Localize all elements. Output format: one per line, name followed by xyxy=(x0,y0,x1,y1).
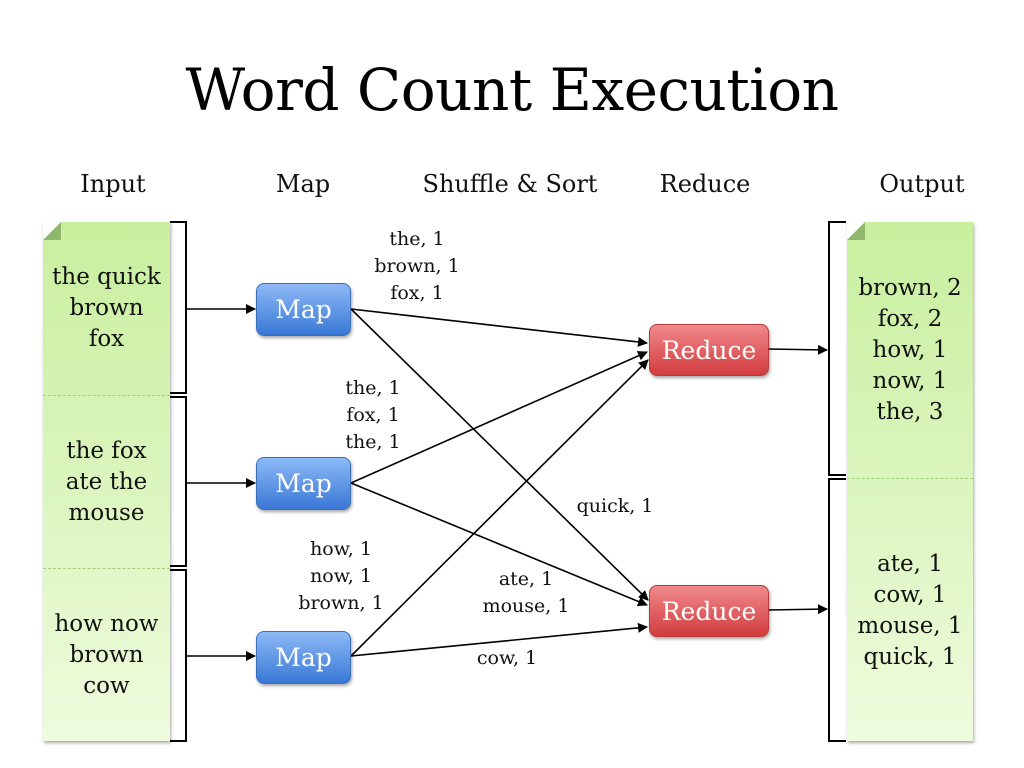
map-node-3: Map xyxy=(256,631,351,684)
arrow-map3-reduce2 xyxy=(350,622,648,657)
output-document: brown, 2 fox, 2 how, 1 now, 1 the, 3 ate… xyxy=(847,222,973,741)
reduce-node-1: Reduce xyxy=(649,324,769,376)
output-part-1-text: brown, 2 fox, 2 how, 1 now, 1 the, 3 xyxy=(858,274,962,425)
input-bracket-2 xyxy=(170,396,187,567)
reduce-node-2: Reduce xyxy=(649,585,769,637)
map-2-output-label: the, 1 fox, 1 the, 1 xyxy=(345,377,401,453)
map-3-output-label: how, 1 now, 1 brown, 1 xyxy=(298,538,384,614)
column-header-shuffle: Shuffle & Sort xyxy=(422,170,598,198)
page-fold-corner xyxy=(847,222,865,240)
column-header-reduce: Reduce xyxy=(659,170,751,198)
output-part-1: brown, 2 fox, 2 how, 1 now, 1 the, 3 xyxy=(847,222,973,478)
map-node-2: Map xyxy=(256,457,351,510)
output-part-2-text: ate, 1 cow, 1 mouse, 1 quick, 1 xyxy=(857,550,963,670)
page-fold-corner xyxy=(43,222,61,240)
arrow-map2-reduce1 xyxy=(350,351,648,484)
arrow-map2-reduce2 xyxy=(350,482,648,607)
arrow-reduce1-output1 xyxy=(767,344,828,355)
input-split-3-text: how now brown cow xyxy=(54,611,159,699)
column-header-map: Map xyxy=(275,170,331,198)
arrow-map3-reduce1 xyxy=(350,359,649,657)
input-split-3: how now brown cow xyxy=(43,568,170,742)
input-bracket-1 xyxy=(170,221,187,394)
input-document: the quick brown fox the fox ate the mous… xyxy=(43,222,170,741)
input-split-2-text: the fox ate the mouse xyxy=(65,438,148,526)
map-1-output-label: the, 1 brown, 1 fox, 1 xyxy=(374,228,460,304)
input-split-2: the fox ate the mouse xyxy=(43,395,170,569)
arrow-reduce2-output2 xyxy=(767,604,828,615)
arrow-map1-reduce1 xyxy=(350,308,648,347)
column-header-input: Input xyxy=(80,170,146,198)
input-bracket-3 xyxy=(170,569,187,742)
slide-title: Word Count Execution xyxy=(185,56,839,124)
input-split-1-text: the quick brown fox xyxy=(52,264,161,352)
column-header-output: Output xyxy=(879,170,965,198)
shuffle-label-ate-mouse: ate, 1 mouse, 1 xyxy=(482,568,570,617)
output-part-2: ate, 1 cow, 1 mouse, 1 quick, 1 xyxy=(847,478,973,742)
output-bracket-1 xyxy=(828,221,846,476)
output-bracket-2 xyxy=(828,478,846,742)
input-split-1: the quick brown fox xyxy=(43,222,170,395)
shuffle-label-cow: cow, 1 xyxy=(476,647,538,669)
map-node-1: Map xyxy=(256,283,351,336)
arrow-map1-reduce2 xyxy=(350,308,649,601)
shuffle-label-quick: quick, 1 xyxy=(576,495,654,517)
